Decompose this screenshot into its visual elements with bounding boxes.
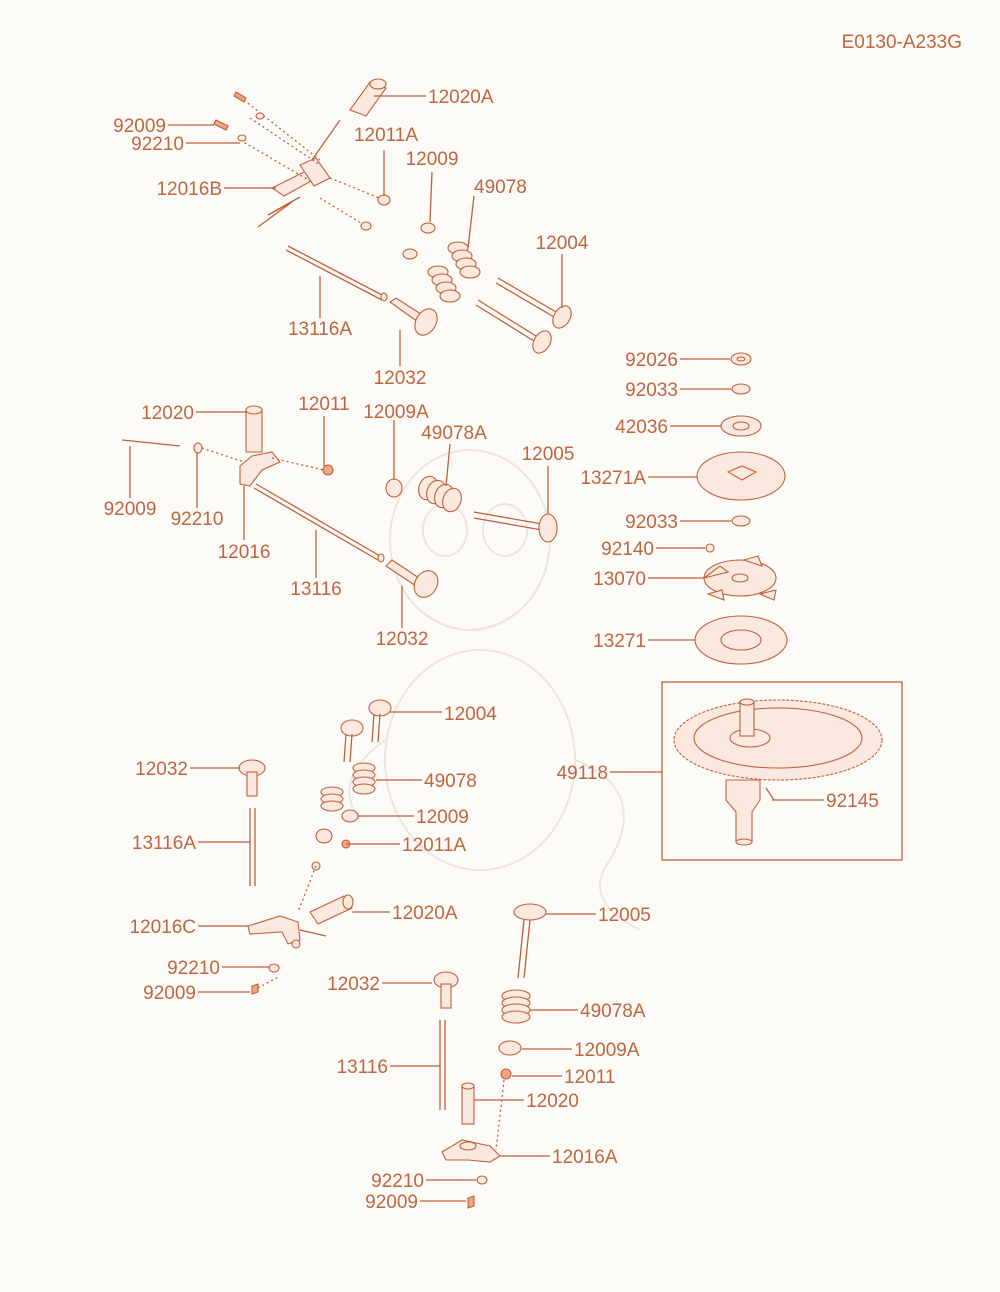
label-13116-b: 13116 [290, 579, 341, 600]
label-12020-b: 12020 [141, 403, 194, 424]
label-12011-b: 12011 [298, 394, 349, 415]
rocker-shaft-12020A [349, 81, 387, 117]
label-12011-d: 12011 [564, 1067, 615, 1088]
label-12004-c: 12004 [444, 704, 497, 725]
label-12011A-a: 12011A [354, 125, 418, 146]
label-92210-a: 92210 [131, 134, 184, 155]
ball-92140 [705, 543, 715, 553]
label-12032-a: 12032 [374, 368, 427, 389]
label-49078-a: 49078 [474, 177, 527, 198]
camshaft-box [661, 681, 903, 861]
label-12032-d: 12032 [327, 974, 380, 995]
label-49078A-d: 49078A [580, 1001, 646, 1022]
label-13271A: 13271A [580, 468, 646, 489]
label-49078A-b: 49078A [421, 423, 487, 444]
rocker-shaft-12020-d [461, 1085, 475, 1125]
label-92033-2: 92033 [625, 512, 678, 533]
washer-92033-1 [731, 383, 751, 395]
valve-train-c [190, 699, 442, 995]
washer-92033-2 [731, 515, 751, 527]
rocker-arm-12016A [441, 1139, 501, 1163]
valve-12005-b [473, 511, 558, 543]
valve-spring-49078A-b [418, 475, 462, 513]
label-12016B: 12016B [156, 179, 222, 200]
label-12005-b: 12005 [522, 444, 575, 465]
label-13116-d: 13116 [337, 1057, 388, 1078]
valve-12004-c [340, 699, 392, 763]
label-92210-d: 92210 [371, 1171, 424, 1192]
label-13070: 13070 [593, 569, 646, 590]
label-13271: 13271 [593, 631, 646, 652]
label-92140: 92140 [601, 539, 654, 560]
label-49078-c: 49078 [424, 771, 477, 792]
valve-spring-49078A-d [501, 989, 531, 1024]
label-12032-c: 12032 [135, 759, 188, 780]
label-92009-a: 92009 [113, 116, 166, 137]
label-92033-1: 92033 [625, 380, 678, 401]
flyweight-13070 [703, 555, 777, 601]
valve-train-a [168, 78, 572, 366]
label-92210-c: 92210 [167, 958, 220, 979]
valve-spring-49078-a [447, 241, 481, 279]
retainer-12009A-b [385, 478, 403, 498]
label-42036: 42036 [615, 417, 668, 438]
valve-train-d [382, 903, 596, 1209]
rocker-shaft-12020A-c [309, 895, 353, 925]
rocker-arm-12016C [247, 915, 301, 945]
label-12016C: 12016C [129, 917, 196, 938]
label-12016A: 12016A [552, 1147, 618, 1168]
retainer-12009A-d [498, 1040, 522, 1056]
tappet-12032-a [389, 297, 438, 336]
label-92026: 92026 [625, 350, 678, 371]
label-13116A-c: 13116A [132, 833, 196, 854]
valve-12004-a [495, 277, 572, 329]
camshaft-assembly-49118 [610, 681, 903, 861]
label-12020A-a: 12020A [428, 87, 494, 108]
label-12004-a: 12004 [536, 233, 589, 254]
label-92145: 92145 [826, 791, 879, 812]
valve-train-b [121, 405, 558, 628]
adjust-screw-92009-a [233, 91, 247, 103]
label-12032-b: 12032 [376, 629, 429, 650]
diagram-code: E0130-A233G [842, 32, 962, 53]
label-92009-c: 92009 [143, 983, 196, 1004]
rocker-shaft-12020-b [245, 409, 263, 453]
label-12016-b: 12016 [218, 542, 271, 563]
valve-spring-49078-c [320, 762, 376, 812]
label-12020A-c: 12020A [392, 903, 458, 924]
label-12009A-d: 12009A [574, 1040, 640, 1061]
label-12011A-c: 12011A [402, 835, 466, 856]
label-92009-d: 92009 [365, 1192, 418, 1213]
rocker-arm-12016-b [239, 451, 281, 487]
label-12009-c: 12009 [416, 807, 469, 828]
governor-stack [648, 352, 788, 665]
retainer-12009-c [341, 809, 359, 823]
label-12009-a: 12009 [406, 149, 459, 170]
valve-12005-d [513, 903, 547, 979]
label-12005-d: 12005 [598, 905, 651, 926]
retainer-12009-a [420, 222, 436, 234]
label-92210-b: 92210 [171, 509, 224, 530]
label-12020-d: 12020 [526, 1091, 579, 1112]
label-49118: 49118 [557, 763, 608, 784]
label-12009A-b: 12009A [363, 402, 429, 423]
label-92009-b: 92009 [104, 499, 157, 520]
label-13116A-a: 13116A [288, 319, 352, 340]
